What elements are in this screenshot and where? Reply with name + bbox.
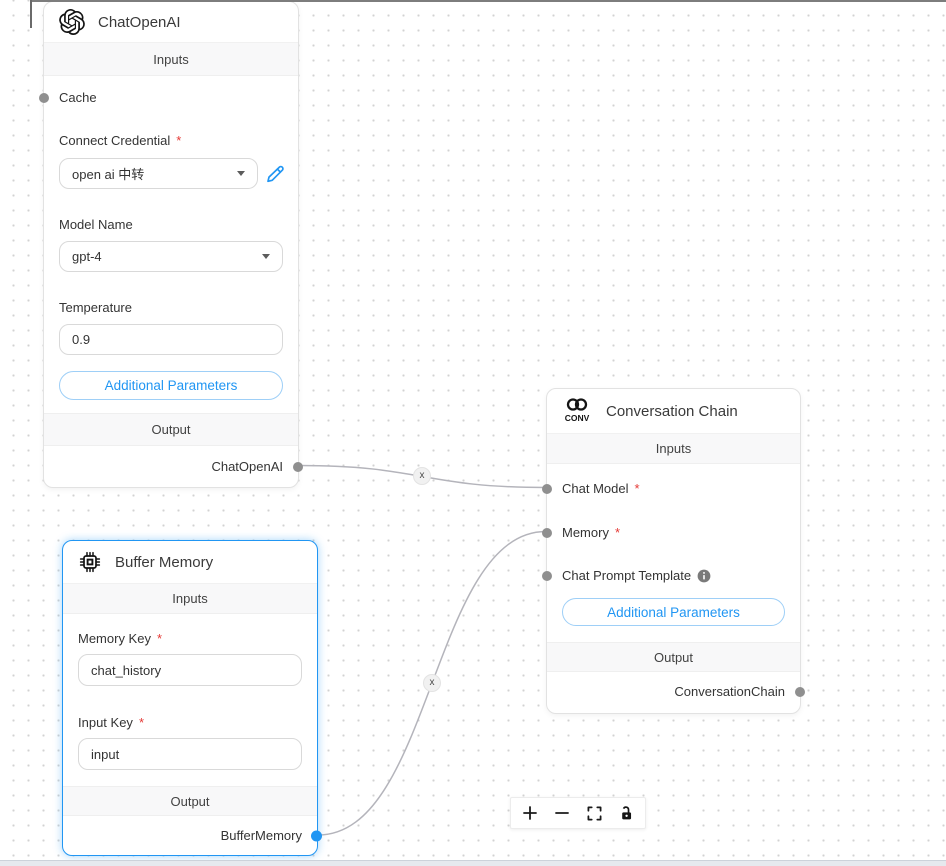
chevron-down-icon — [237, 171, 245, 176]
canvas-controls — [510, 797, 646, 829]
output-handle-chatopenai[interactable] — [293, 461, 303, 472]
edge-delete-button[interactable]: x — [423, 674, 441, 692]
panel-edge-line — [30, 0, 32, 28]
output-section-header: Output — [547, 642, 800, 672]
lock-button[interactable] — [610, 799, 642, 827]
input-key-input[interactable] — [78, 738, 302, 770]
input-handle-memory[interactable] — [542, 527, 552, 538]
required-marker: * — [156, 631, 163, 646]
model-name-select[interactable]: gpt-4 — [59, 241, 283, 272]
output-handle-buffermemory[interactable] — [311, 830, 322, 842]
inputs-section-header: Inputs — [63, 584, 317, 614]
node-chatopenai[interactable]: ChatOpenAI Inputs Cache Connect Credenti… — [39, 1, 303, 488]
required-marker: * — [634, 481, 640, 496]
input-key-label: Input Key * — [78, 715, 144, 730]
info-icon[interactable] — [697, 569, 711, 583]
edge-delete-button[interactable]: x — [413, 467, 431, 485]
temperature-input[interactable] — [59, 324, 283, 355]
credential-select[interactable]: open ai 中转 — [59, 158, 258, 189]
chevron-down-icon — [262, 254, 270, 259]
node-conversation-chain[interactable]: CONV Conversation Chain Inputs Chat Mode… — [542, 388, 805, 714]
input-handle-cache[interactable] — [39, 92, 49, 103]
output-handle-conversationchain[interactable] — [795, 687, 805, 697]
output-anchor-label: BufferMemory — [220, 828, 302, 843]
output-section-header: Output — [63, 786, 317, 816]
openai-logo-icon — [59, 9, 85, 35]
model-name-label: Model Name — [59, 217, 133, 232]
inputs-section-header: Inputs — [44, 43, 298, 76]
zoom-in-button[interactable] — [514, 799, 546, 827]
inputs-section-header: Inputs — [547, 434, 800, 464]
svg-text:CONV: CONV — [565, 413, 590, 423]
required-marker: * — [614, 525, 621, 540]
output-anchor-label: ChatOpenAI — [211, 459, 283, 474]
memory-key-label: Memory Key * — [78, 631, 163, 646]
output-section-header: Output — [44, 413, 298, 446]
required-marker: * — [138, 715, 144, 730]
additional-parameters-button[interactable]: Additional Parameters — [562, 598, 785, 626]
memory-key-input[interactable] — [78, 654, 302, 686]
node-title: Conversation Chain — [606, 402, 738, 420]
conversation-chain-icon: CONV — [562, 396, 592, 426]
chat-prompt-template-label: Chat Prompt Template — [562, 568, 785, 583]
required-marker: * — [176, 133, 182, 148]
window-bottom-border — [0, 860, 946, 866]
input-handle-chat-model[interactable] — [542, 483, 552, 494]
output-anchor-label: ConversationChain — [674, 684, 785, 699]
memory-chip-icon — [78, 550, 102, 574]
temperature-label: Temperature — [59, 300, 132, 315]
window-top-border — [30, 0, 946, 2]
connect-credential-label: Connect Credential * — [59, 133, 182, 148]
node-buffer-memory[interactable]: Buffer Memory Inputs Memory Key * Input … — [62, 540, 322, 856]
node-title: Buffer Memory — [115, 553, 214, 571]
memory-label: Memory * — [562, 525, 621, 540]
chat-model-label: Chat Model * — [562, 481, 640, 496]
additional-parameters-button[interactable]: Additional Parameters — [59, 371, 283, 400]
input-handle-chat-prompt-template[interactable] — [542, 570, 552, 581]
node-title: ChatOpenAI — [98, 13, 181, 31]
fit-view-button[interactable] — [578, 799, 610, 827]
cache-label: Cache — [59, 90, 97, 105]
zoom-out-button[interactable] — [546, 799, 578, 827]
edit-credential-icon[interactable] — [265, 164, 285, 184]
